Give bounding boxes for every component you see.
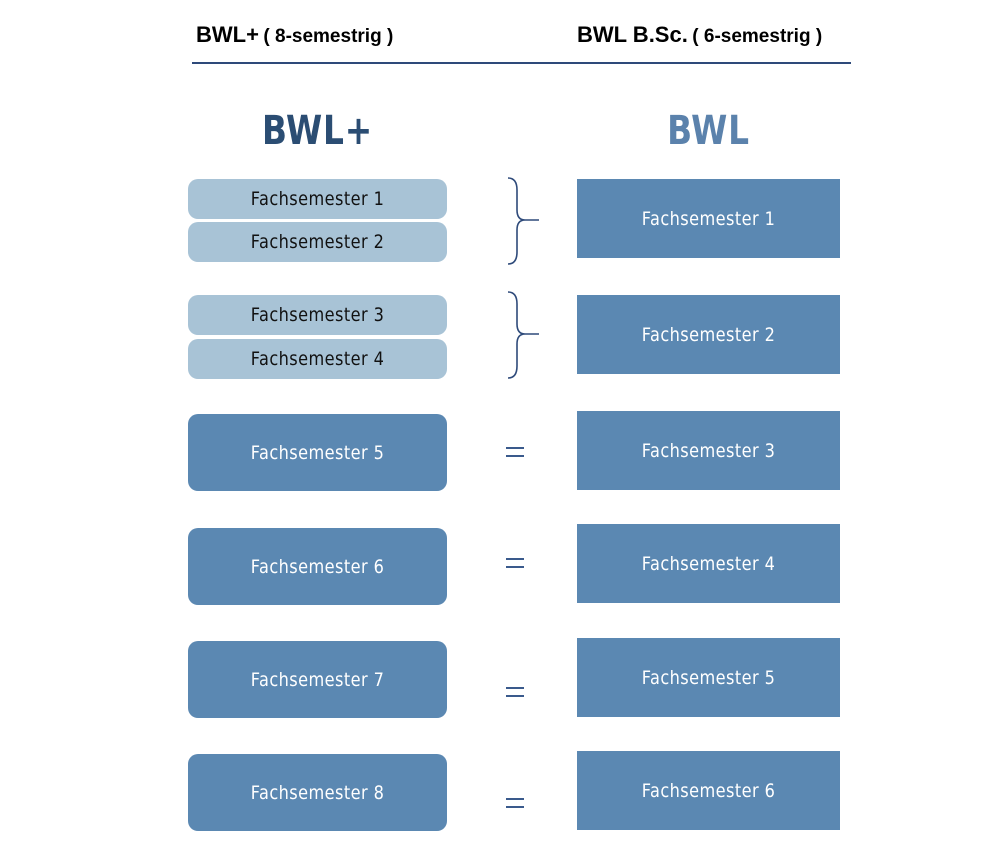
left-semester-1-label: Fachsemester 1 [250, 188, 385, 210]
equals-icon [506, 685, 526, 699]
right-semester-2-label: Fachsemester 2 [641, 323, 776, 346]
left-semester-6: Fachsemester 6 [188, 528, 447, 605]
equals-icon [506, 445, 526, 459]
header-left-subtitle: ( 8-semestrig ) [263, 26, 394, 47]
brace-icon [507, 177, 539, 265]
header-right-title: BWL B.Sc. [577, 22, 688, 47]
right-semester-1: Fachsemester 1 [577, 179, 840, 258]
left-semester-3: Fachsemester 3 [188, 295, 447, 335]
left-semester-5-label: Fachsemester 5 [250, 441, 385, 464]
right-semester-5: Fachsemester 5 [577, 638, 840, 717]
left-semester-8-label: Fachsemester 8 [250, 781, 385, 804]
right-semester-6-label: Fachsemester 6 [641, 779, 776, 802]
brace-icon [507, 291, 539, 379]
left-semester-7: Fachsemester 7 [188, 641, 447, 718]
equals-icon [506, 556, 526, 570]
right-semester-3-label: Fachsemester 3 [641, 439, 776, 462]
right-semester-3: Fachsemester 3 [577, 411, 840, 490]
right-semester-5-label: Fachsemester 5 [641, 666, 776, 689]
left-semester-3-label: Fachsemester 3 [250, 304, 385, 326]
left-semester-8: Fachsemester 8 [188, 754, 447, 831]
header-divider [192, 62, 851, 64]
left-semester-1: Fachsemester 1 [188, 179, 447, 219]
left-semester-7-label: Fachsemester 7 [250, 668, 385, 691]
equals-icon [506, 796, 526, 810]
header-right-subtitle: ( 6-semestrig ) [692, 26, 823, 47]
left-semester-2: Fachsemester 2 [188, 222, 447, 262]
header-right: BWL B.Sc. ( 6-semestrig ) [577, 22, 822, 48]
column-title-bwl-plus: BWL+ [261, 108, 374, 154]
left-semester-4-label: Fachsemester 4 [250, 348, 385, 370]
right-semester-1-label: Fachsemester 1 [641, 207, 776, 230]
column-title-bwl: BWL [667, 108, 750, 154]
right-semester-2: Fachsemester 2 [577, 295, 840, 374]
right-semester-4: Fachsemester 4 [577, 524, 840, 603]
header-left: BWL+ ( 8-semestrig ) [196, 22, 393, 48]
left-semester-4: Fachsemester 4 [188, 339, 447, 379]
right-semester-6: Fachsemester 6 [577, 751, 840, 830]
right-semester-4-label: Fachsemester 4 [641, 552, 776, 575]
header-left-title: BWL+ [196, 22, 259, 47]
left-semester-5: Fachsemester 5 [188, 414, 447, 491]
left-semester-2-label: Fachsemester 2 [250, 231, 385, 253]
left-semester-6-label: Fachsemester 6 [250, 555, 385, 578]
